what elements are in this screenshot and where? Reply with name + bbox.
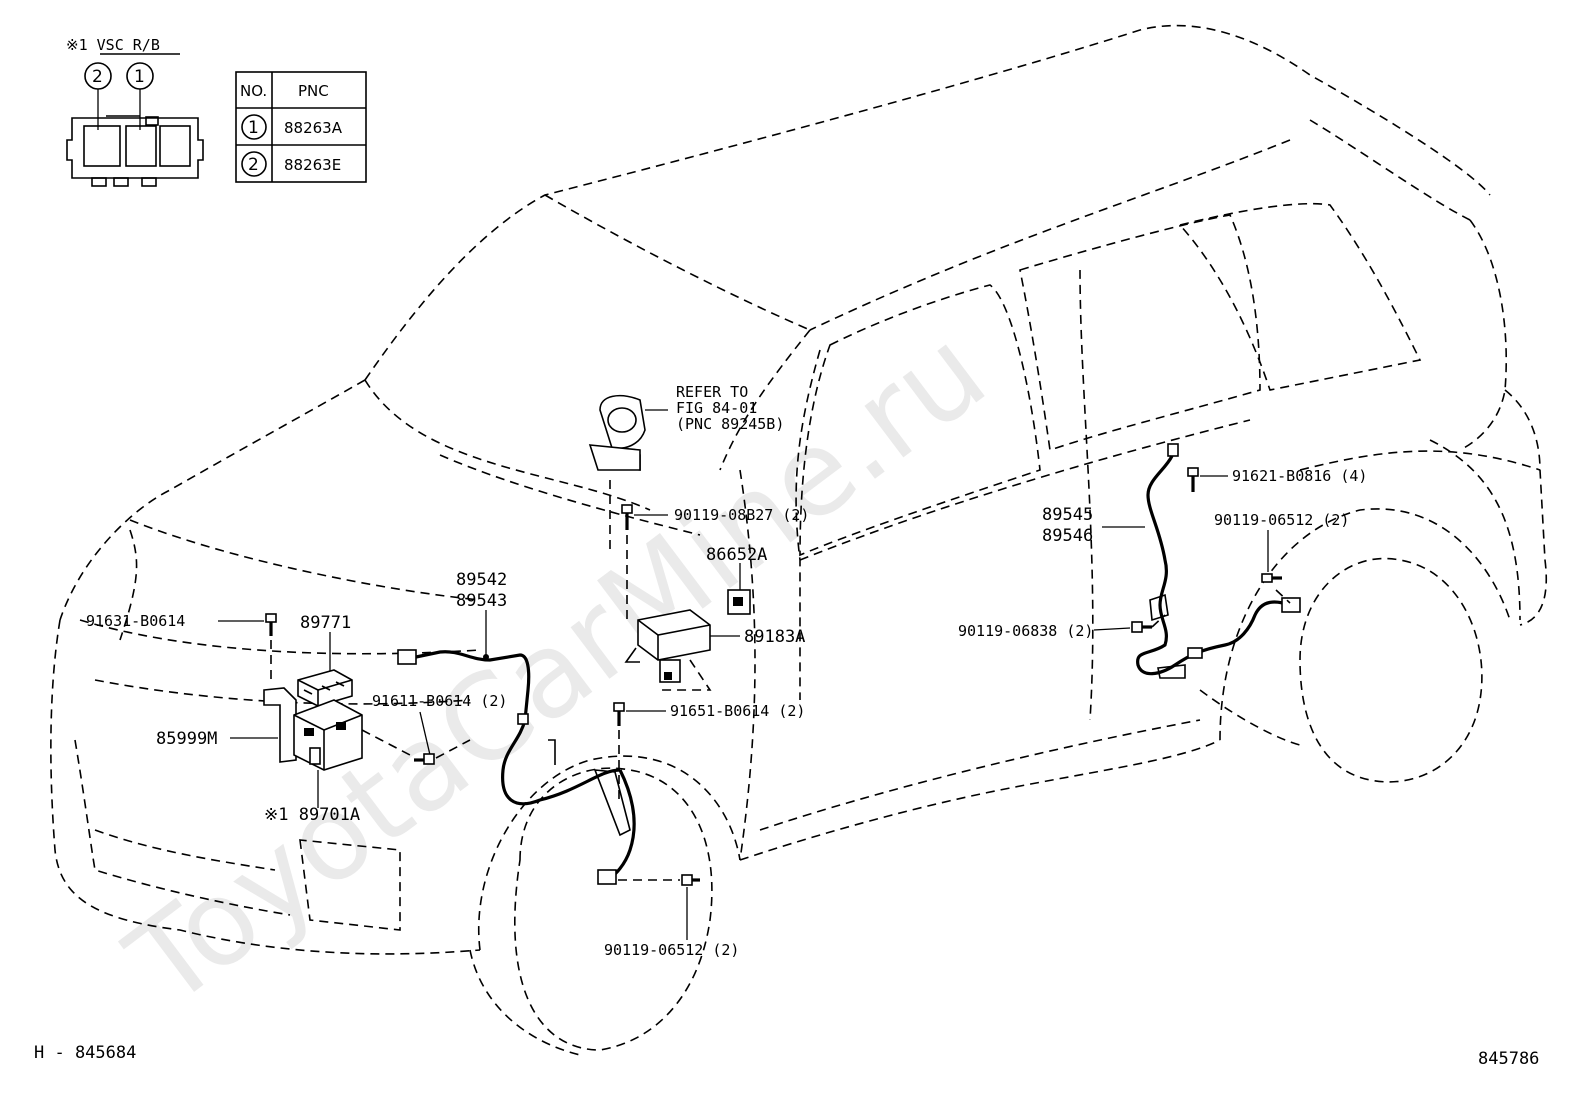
label-89701a: ※1 89701A [264, 805, 360, 825]
vsc-relay-block-inset: ※1 VSC R/B 2 1 [66, 36, 204, 187]
label-91621-b0816: 91621-B0816 (4) [1232, 467, 1367, 485]
pnc-table-row-no: 1 [248, 118, 259, 138]
label-89546: 89546 [1042, 526, 1093, 546]
pnc-table-row-pnc: 88263A [284, 119, 343, 137]
steering-sensor-part: REFER TO FIG 84-01 (PNC 89245B) [588, 383, 784, 555]
refer-label-line3: (PNC 89245B) [676, 415, 784, 433]
label-91631-b0614: 91631-B0614 [86, 612, 185, 630]
label-90119-06838: 90119-06838 (2) [958, 622, 1093, 640]
label-90119-08b27: 90119-08B27 (2) [674, 506, 809, 524]
label-86652a: 86652A [706, 545, 767, 565]
pnc-table: NO. PNC 1 88263A 2 88263E [235, 71, 367, 183]
rear-speed-sensor-harness: 89545 89546 [1042, 443, 1301, 679]
label-89771: 89771 [300, 613, 351, 633]
yaw-rate-sensor-89183a: 89183A [624, 609, 805, 691]
vehicle-outline [50, 24, 1548, 1056]
refer-label-line2: FIG 84-01 [676, 399, 757, 417]
pnc-table-header-no: NO. [240, 82, 267, 100]
pnc-table-row-pnc: 88263E [284, 156, 341, 174]
pnc-table-row-no: 2 [248, 155, 259, 175]
label-90119-06512-front: 90119-06512 (2) [604, 941, 739, 959]
label-89542: 89542 [456, 570, 507, 590]
label-89183a: 89183A [744, 627, 805, 647]
terminal-2-label: 2 [92, 67, 103, 87]
front-wheel-speed-sensor: 90119-06512 (2) [593, 769, 739, 959]
label-90119-06512-rear: 90119-06512 (2) [1214, 511, 1349, 529]
watermark: ToyotaCarMine.ru [103, 302, 1010, 1033]
label-91651-b0614: 91651-B0614 (2) [670, 702, 805, 720]
label-91611-b0614: 91611-B0614 (2) [372, 692, 507, 710]
footer-illustration-id: H - 845684 [34, 1043, 136, 1063]
bolt-90119-08b27: 90119-08B27 (2) [621, 504, 809, 625]
footer-figure-id: 845786 [1478, 1049, 1539, 1069]
connector-86652a: 86652A [706, 545, 767, 615]
engine-room-relay-block: 91631-B0614 85999M 89771 ※1 89701A 91611… [86, 612, 507, 825]
label-85999m: 85999M [156, 729, 217, 749]
terminal-1-label: 1 [134, 67, 145, 87]
label-89545: 89545 [1042, 505, 1093, 525]
bolt-91651-b0614: 91651-B0614 (2) [613, 702, 805, 800]
inset-title: ※1 VSC R/B [66, 36, 160, 54]
pnc-table-header-pnc: PNC [298, 82, 329, 100]
front-speed-sensor-harness: 89542 89543 [397, 570, 621, 806]
label-89543: 89543 [456, 591, 507, 611]
rear-bolts: 91621-B0816 (4) 90119-06512 (2) 90119-06… [958, 467, 1367, 640]
refer-label-line1: REFER TO [676, 383, 748, 401]
